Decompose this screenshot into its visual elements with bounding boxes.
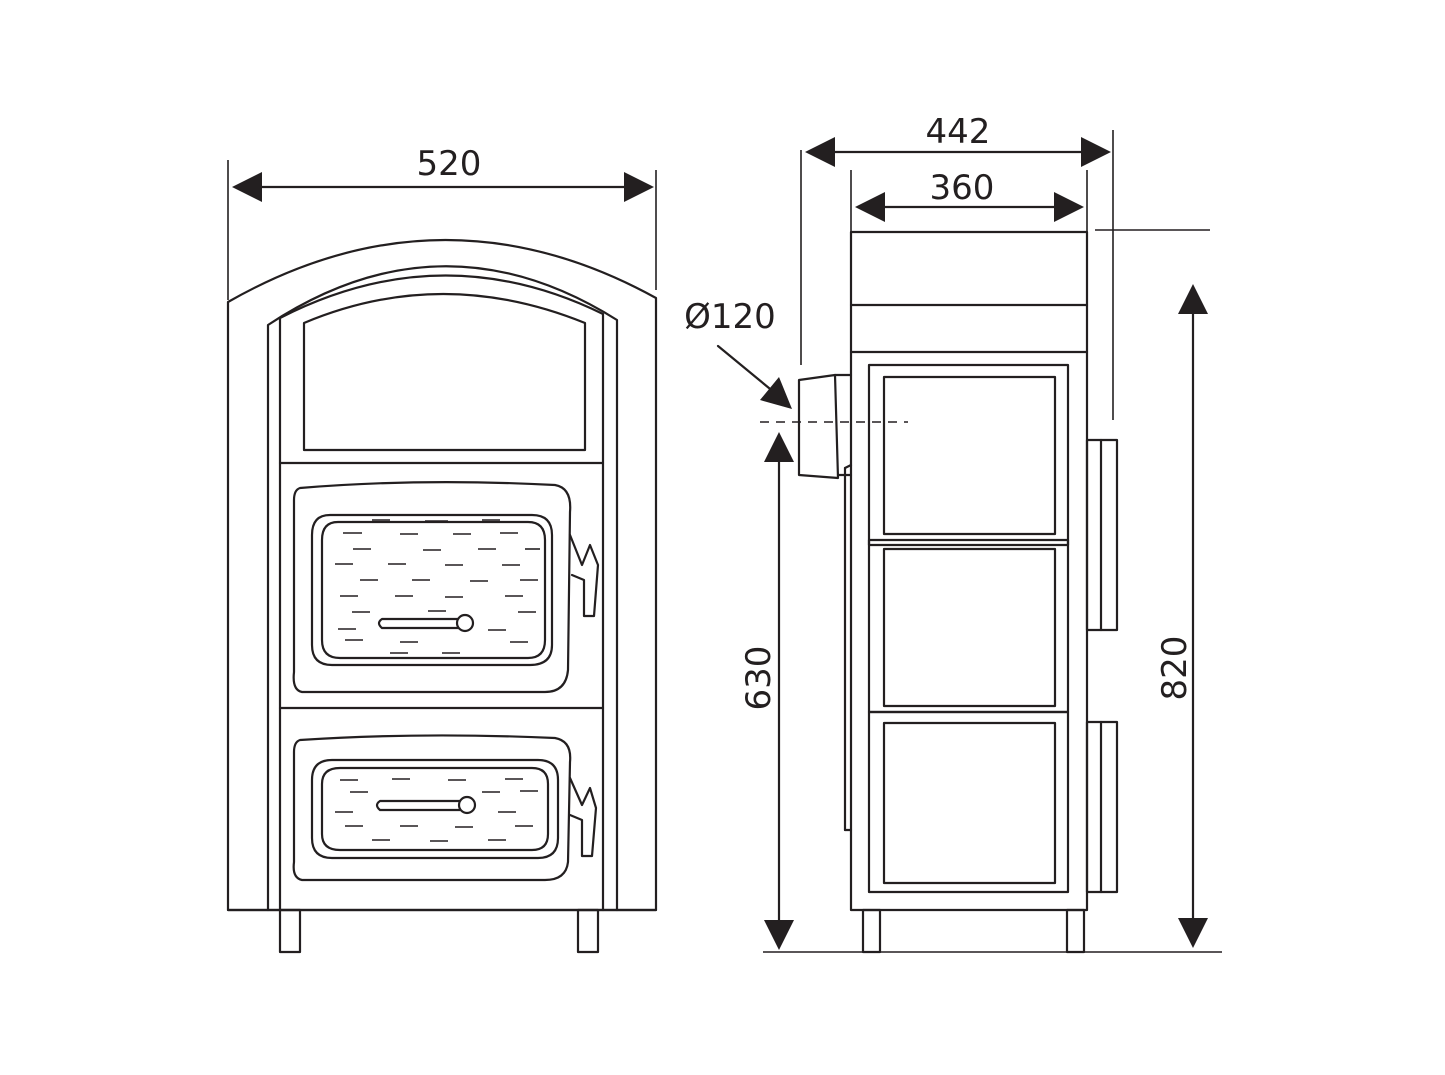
dimension-flue-height: 630 [739, 432, 794, 950]
flue-diameter-callout: Ø120 [684, 297, 792, 409]
upper-door [292, 481, 600, 694]
dimension-side-depth-body: 360 [850, 168, 1088, 232]
flue-height-label: 630 [739, 646, 779, 711]
flue-diameter-label: Ø120 [684, 297, 776, 337]
front-casing [226, 238, 658, 912]
side-depth-body-label: 360 [930, 168, 995, 208]
front-leg-right [576, 908, 600, 954]
side-body [849, 230, 1089, 912]
top-glass-panel [302, 292, 587, 452]
dimension-total-height: 820 [1095, 229, 1210, 948]
dimension-front-width: 520 [227, 144, 657, 300]
front-view: 520 [226, 144, 658, 954]
flue-pipe [797, 373, 840, 480]
dimension-side-depth-total: 442 [800, 112, 1114, 420]
side-depth-total-label: 442 [926, 112, 991, 152]
front-width-label: 520 [417, 144, 482, 184]
side-view: 442 360 [684, 112, 1222, 954]
front-leg-left [278, 908, 302, 954]
total-height-label: 820 [1155, 636, 1195, 701]
lower-door [292, 734, 598, 882]
